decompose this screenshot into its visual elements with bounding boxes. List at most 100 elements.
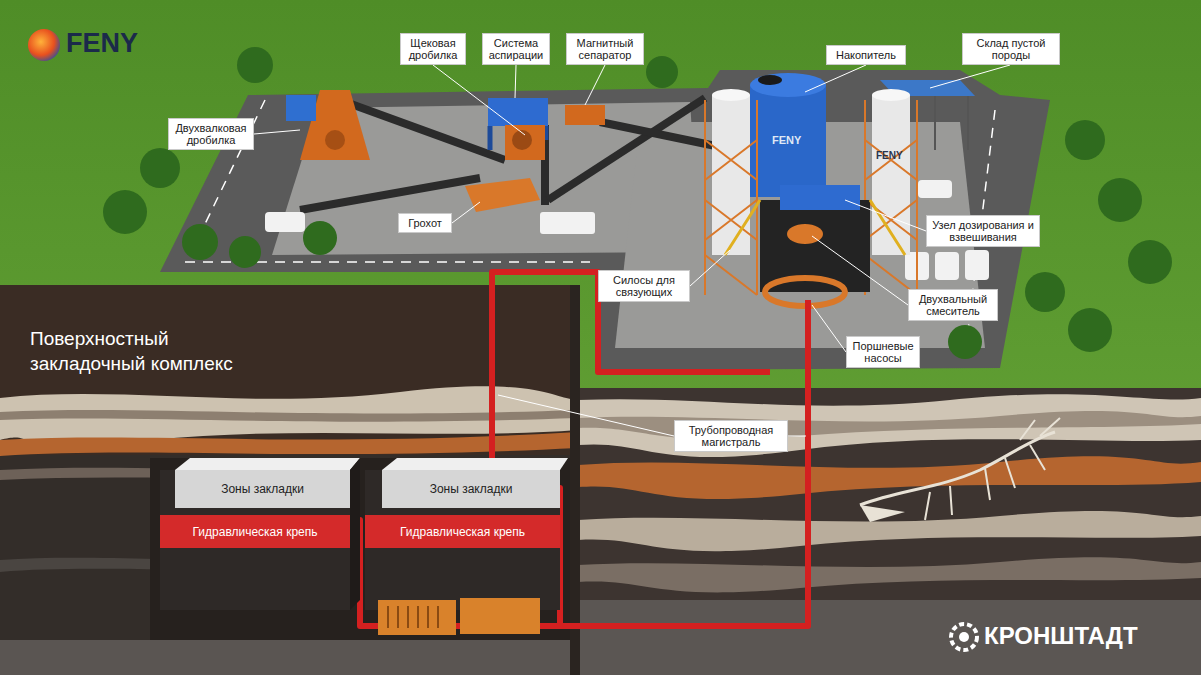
- fossil: [925, 418, 1060, 520]
- leader-line: [690, 250, 730, 286]
- underground-cavity: [150, 458, 578, 640]
- node-text: Силосы для связующих: [602, 274, 686, 298]
- node-text: Узел дозирования и взвешивания: [930, 219, 1036, 243]
- tree: [646, 56, 678, 88]
- hydraulic-support-band: Гидравлическая крепь: [365, 515, 560, 548]
- rock-layer: [578, 557, 1201, 592]
- equipment-grille: [388, 606, 438, 628]
- callout-box: Двухвалковая дробилка: [168, 118, 254, 150]
- tree: [103, 190, 147, 234]
- node-text: Трубопроводная магистраль: [678, 424, 784, 448]
- warehouse-post: [900, 96, 968, 150]
- leader-lines: [254, 65, 1010, 436]
- underground-equipment: [460, 598, 540, 634]
- block-body: [365, 470, 560, 610]
- rock-layer: [0, 640, 578, 675]
- car: [935, 252, 959, 280]
- conveyor: [548, 98, 705, 200]
- van: [540, 212, 595, 234]
- silo-top: [872, 89, 910, 101]
- leader-line: [254, 130, 300, 134]
- logo-mark: [28, 29, 60, 61]
- soil-layer: [578, 388, 1201, 675]
- backfill-zone: Зоны закладки: [382, 470, 560, 508]
- tree: [1128, 240, 1172, 284]
- leader-line: [930, 65, 1010, 88]
- tree: [948, 325, 982, 359]
- node-text: Гидравлическая крепь: [400, 525, 525, 539]
- aspiration-unit: [488, 98, 548, 126]
- tree: [1098, 178, 1142, 222]
- leader-line: [585, 65, 605, 105]
- callout-box: Грохот: [398, 213, 452, 233]
- rock-layer: [0, 455, 578, 675]
- callout-box: Накопитель: [826, 45, 906, 65]
- tree: [237, 47, 273, 83]
- dosing-unit: [780, 185, 860, 210]
- node-text: Двухвальный смеситель: [912, 293, 994, 317]
- block-top: [175, 458, 360, 470]
- rock-layer: [578, 511, 1201, 551]
- leader-line: [812, 236, 908, 305]
- underground-equipment: [378, 600, 456, 635]
- hydraulic-support-band: Гидравлическая крепь: [160, 515, 350, 548]
- fossil: [860, 505, 905, 522]
- tank-opening: [758, 75, 782, 85]
- leader-line: [788, 436, 806, 437]
- logo-gear: [951, 624, 977, 650]
- tree: [1025, 272, 1065, 312]
- leader-line: [805, 65, 866, 92]
- node-text: Поршневые насосы: [850, 340, 916, 364]
- pipeline: [350, 272, 808, 626]
- roller: [325, 130, 345, 150]
- title: Поверхностный закладочный комплекс: [30, 326, 270, 376]
- leader-line: [498, 395, 674, 436]
- callout-box: Силосы для связующих: [598, 270, 690, 302]
- block-side: [350, 458, 360, 610]
- magnetic-separator: [565, 105, 605, 125]
- pipe: [350, 300, 808, 626]
- callout-box: Щековая дробилка: [400, 33, 466, 65]
- leader-line: [433, 65, 525, 135]
- node-text: Зоны закладки: [430, 482, 513, 496]
- node-text: Система аспирации: [486, 37, 546, 61]
- backfill-zone: Зоны закладки: [175, 470, 350, 508]
- shaft-wall: [570, 285, 580, 675]
- fossil: [860, 432, 1055, 505]
- logo-text: КРОНШТАДТ: [984, 622, 1138, 650]
- tree: [182, 224, 218, 260]
- vibrating-screen: [465, 178, 540, 212]
- rock-layer: [578, 394, 1201, 457]
- block-body: [160, 470, 350, 610]
- leader-line: [812, 305, 846, 352]
- leader-line: [515, 65, 516, 98]
- leader-line: [452, 202, 480, 223]
- rock-layer: [578, 456, 1201, 499]
- callout-box: Узел дозирования и взвешивания: [926, 215, 1040, 247]
- node-text: Гидравлическая крепь: [193, 525, 318, 539]
- tree: [303, 221, 337, 255]
- callout-box: Поршневые насосы: [846, 336, 920, 368]
- road: [160, 70, 1050, 370]
- storage-tank: [750, 85, 826, 197]
- node-text: Магнитный сепаратор: [570, 37, 640, 61]
- logo-text: FENY: [66, 28, 138, 59]
- callout-box: Магнитный сепаратор: [566, 33, 644, 65]
- tree: [1068, 308, 1112, 352]
- tank-logo: FENY: [772, 134, 801, 146]
- jaw-crusher: [505, 125, 545, 160]
- node-text: Щековая дробилка: [404, 37, 462, 61]
- block-top: [382, 458, 568, 470]
- car: [918, 180, 952, 198]
- callout-box: Двухвальный смеситель: [908, 289, 998, 321]
- scaffolding: [705, 100, 917, 295]
- callout-box: Трубопроводная магистраль: [674, 420, 788, 452]
- conveyor: [300, 178, 480, 210]
- node-text: Грохот: [408, 217, 442, 229]
- callout-box: Система аспирации: [482, 33, 550, 65]
- leader-line: [845, 200, 926, 231]
- callout-box: Склад пустой породы: [962, 33, 1060, 65]
